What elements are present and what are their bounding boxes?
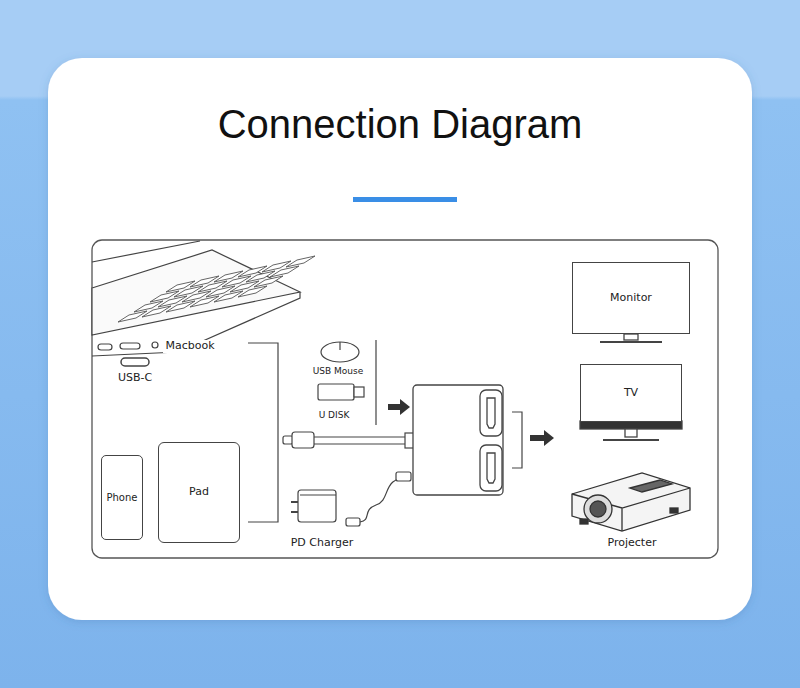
hdmi-port [487, 453, 495, 483]
device-label: Projecter [606, 537, 659, 550]
usb-c-port-icon [121, 358, 149, 366]
device-label: U DISK [317, 410, 352, 420]
pad-outline: Pad [158, 442, 240, 543]
bracket [512, 412, 522, 468]
u-disk-plug [354, 387, 364, 397]
plug [396, 472, 411, 481]
cable [314, 443, 405, 444]
mouse-wheel [339, 342, 340, 350]
cable [314, 436, 405, 437]
node-label: Monitor [610, 292, 652, 304]
node-label: Phone [107, 492, 138, 503]
laptop-side [92, 292, 300, 356]
u-disk-icon [318, 384, 354, 400]
stand-neck [625, 429, 637, 437]
divider-line [375, 340, 376, 425]
port [120, 343, 140, 349]
diagram-title: Connection Diagram [0, 100, 800, 148]
device-label: USB Mouse [311, 366, 366, 376]
title-underline [353, 197, 457, 202]
lens-inner [590, 501, 606, 517]
usb-c-cable [283, 432, 414, 448]
port-label: USB-C [116, 372, 154, 385]
node-label: TV [624, 387, 638, 399]
plug [292, 432, 314, 448]
device-label: Macbook [163, 340, 216, 353]
diagram-frame [92, 240, 718, 558]
hub [413, 385, 503, 495]
node-label: Pad [189, 486, 209, 498]
plug [346, 518, 360, 526]
hdmi-housing [480, 445, 502, 491]
arrow-symbol [388, 399, 410, 415]
monitor-screen: Monitor [572, 262, 690, 334]
projector-drawing [572, 473, 690, 531]
bracket [248, 343, 278, 522]
projector-edges [572, 488, 690, 531]
hdmi-housing [480, 390, 502, 436]
foot [670, 508, 678, 513]
stand-neck [624, 334, 638, 340]
phone-outline: Phone [101, 455, 143, 540]
tv-stand [580, 421, 682, 440]
charger-body [298, 490, 336, 522]
tv-screen: TV [580, 364, 682, 422]
mouse-icon [321, 342, 359, 362]
stand-base [603, 439, 659, 441]
laptop-drawing [92, 241, 315, 366]
prong [291, 511, 298, 513]
foot [580, 519, 588, 524]
hdmi-port [487, 398, 495, 428]
key [286, 256, 315, 267]
keyboard [118, 256, 315, 322]
projector-panel [630, 480, 672, 492]
pd-charger [291, 472, 411, 526]
arrow-symbol [530, 430, 554, 446]
device-label: PD Charger [289, 537, 356, 550]
charger-edge [300, 494, 336, 495]
projector-body [572, 473, 690, 531]
stand-base [600, 341, 662, 343]
hub-body [413, 385, 503, 495]
port [152, 342, 158, 348]
monitor-stand [600, 334, 662, 342]
tv-bezel [580, 421, 682, 429]
laptop-top [92, 250, 300, 335]
port [98, 344, 112, 350]
charger-cable [360, 477, 411, 522]
prong [291, 501, 298, 503]
